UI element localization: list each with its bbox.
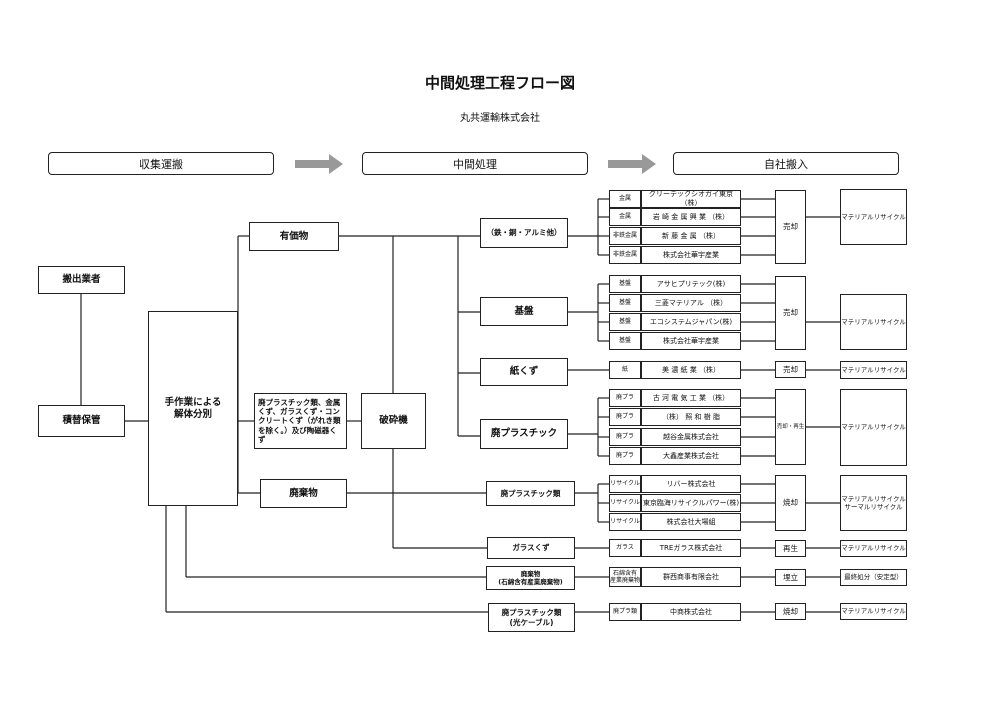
- table-type-cell: 廃プラ: [609, 389, 641, 407]
- table-type-cell: 基盤: [609, 332, 641, 350]
- stage-process: 中間処理: [362, 152, 588, 175]
- stage-collect: 収集運搬: [48, 152, 274, 175]
- action-box: 埋立: [775, 569, 806, 586]
- stage-arrow-icon: [608, 154, 656, 174]
- table-company-cell: 群西商事有限会社: [641, 567, 741, 587]
- table-type-cell: 紙: [609, 361, 641, 379]
- table-company-cell: 株式会社華宇産業: [641, 246, 741, 264]
- stage-arrow-icon: [295, 154, 343, 174]
- table-company-cell: グリーテックシオガイ東京（株）: [641, 190, 741, 208]
- table-company-cell: リバー株式会社: [641, 475, 741, 493]
- action-box: 売却: [775, 276, 806, 350]
- table-company-cell: 大鑫産業株式会社: [641, 447, 741, 465]
- category-plastic: 廃プラスチック: [480, 419, 568, 449]
- table-company-cell: 株式会社大場組: [641, 513, 741, 531]
- action-box: 焼却: [775, 475, 806, 531]
- action-box: 焼却: [775, 603, 806, 620]
- result-box: マテリアルリサイクル サーマルリサイクル: [840, 475, 907, 531]
- crusher-box: 破砕機: [361, 393, 426, 449]
- table-company-cell: 美 濃 紙 業 （株）: [641, 361, 741, 379]
- plastics-metal-glass-box: 廃プラスチック類、金属くず、ガラスくず・コンクリートくず（がれき類を除く。）及び…: [254, 393, 347, 449]
- table-type-cell: 金属: [609, 190, 641, 208]
- result-box: マテリアルリサイクル: [840, 540, 907, 557]
- page-title: 中間処理工程フロー図: [424, 74, 575, 92]
- table-company-cell: TREガラス株式会社: [641, 539, 741, 557]
- result-box: マテリアルリサイクル: [840, 389, 907, 466]
- table-type-cell: リサイクル: [609, 513, 641, 531]
- table-company-cell: 古 河 電 気 工 業 （株）: [641, 389, 741, 407]
- result-box: マテリアルリサイクル: [840, 189, 907, 245]
- table-type-cell: 基盤: [609, 275, 641, 293]
- table-company-cell: （株） 照 和 樹 脂: [641, 408, 741, 426]
- table-type-cell: 金属: [609, 208, 641, 226]
- table-type-cell: 非鉄金属: [609, 246, 641, 264]
- action-box: 売却: [775, 361, 806, 378]
- table-company-cell: 越谷金属株式会社: [641, 428, 741, 446]
- category-cable-plastic: 廃プラスチック類 (光ケーブル): [488, 603, 575, 632]
- table-type-cell: リサイクル: [609, 494, 641, 512]
- action-box: 再生: [775, 540, 806, 557]
- table-type-cell: 石綿含有 産業廃棄物: [609, 567, 641, 587]
- table-type-cell: 廃プラ類: [609, 603, 641, 621]
- table-company-cell: 岩 崎 金 属 興 業 （株）: [641, 208, 741, 226]
- category-board: 基盤: [480, 297, 568, 326]
- valuables-box: 有価物: [249, 222, 339, 251]
- table-company-cell: 東京臨海リサイクルパワー(株): [641, 494, 741, 512]
- category-glass: ガラスくず: [487, 537, 575, 559]
- category-metal: （鉄・銅・アルミ他）: [480, 218, 568, 248]
- result-box: マテリアルリサイクル: [840, 603, 907, 620]
- table-type-cell: 基盤: [609, 294, 641, 312]
- table-type-cell: 基盤: [609, 313, 641, 331]
- table-type-cell: 廃プラ: [609, 428, 641, 446]
- table-company-cell: アサヒプリテック(株): [641, 275, 741, 293]
- table-company-cell: 新 藤 金 属 （株）: [641, 227, 741, 245]
- result-box: マテリアルリサイクル: [840, 294, 907, 350]
- category-waste-plastic: 廃プラスチック類: [486, 481, 575, 506]
- table-type-cell: ガラス: [609, 539, 641, 557]
- result-box: マテリアルリサイクル: [840, 361, 907, 379]
- table-company-cell: 中商株式会社: [641, 603, 741, 621]
- result-box: 最終処分（安定型）: [840, 569, 907, 586]
- table-company-cell: エコシステムジャパン(株): [641, 313, 741, 331]
- table-type-cell: 非鉄金属: [609, 227, 641, 245]
- table-type-cell: 廃プラ: [609, 408, 641, 426]
- category-paper: 紙くず: [480, 358, 568, 386]
- action-box: 売却: [775, 190, 806, 264]
- storage-box: 積替保管: [38, 405, 125, 437]
- table-type-cell: 廃プラ: [609, 447, 641, 465]
- stage-delivery: 自社搬入: [673, 152, 899, 175]
- table-type-cell: リサイクル: [609, 475, 641, 493]
- carrier-box: 搬出業者: [38, 266, 125, 294]
- table-company-cell: 三菱マテリアル （株）: [641, 294, 741, 312]
- action-box: 売却・再生: [775, 389, 806, 465]
- category-asbestos-waste: 廃棄物 (石綿含有産業廃棄物): [486, 566, 575, 590]
- table-company-cell: 株式会社華宇産業: [641, 332, 741, 350]
- company-name: 丸共運輸株式会社: [460, 113, 540, 124]
- manual-sorting-box: 手作業による 解体分別: [148, 311, 238, 506]
- waste-box: 廃棄物: [260, 479, 347, 508]
